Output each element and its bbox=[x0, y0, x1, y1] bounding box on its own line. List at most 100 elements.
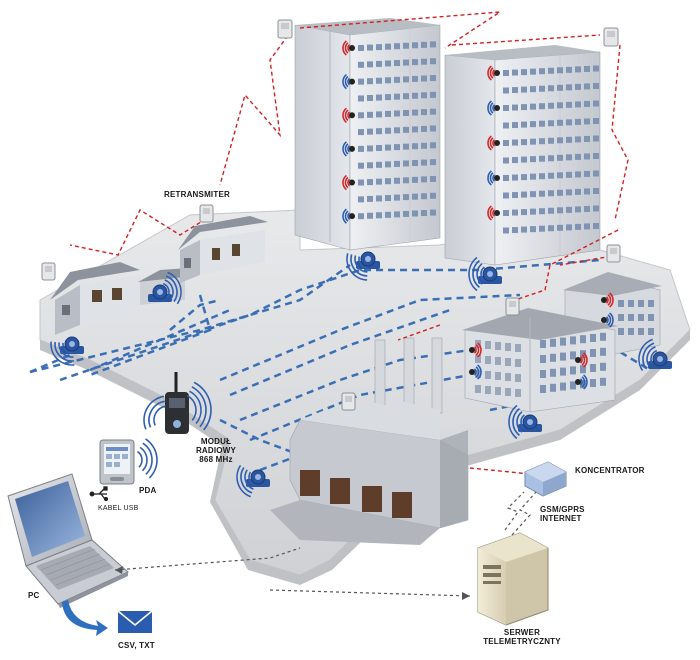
label-gsm-line1: GSM/GPRS bbox=[540, 505, 585, 514]
pda-device[interactable] bbox=[99, 439, 135, 485]
window bbox=[566, 101, 572, 108]
apartment-block-windows bbox=[469, 292, 654, 397]
window bbox=[521, 191, 527, 198]
window bbox=[430, 91, 436, 98]
window bbox=[548, 137, 554, 144]
label-csv-txt: CSV, TXT bbox=[118, 641, 155, 650]
window bbox=[421, 41, 427, 48]
window bbox=[530, 156, 536, 163]
radio-wave bbox=[136, 450, 143, 468]
export-arrow-icon bbox=[62, 600, 108, 636]
window bbox=[560, 367, 566, 376]
meter-icon bbox=[349, 145, 355, 152]
radio-wave bbox=[62, 342, 74, 354]
window bbox=[421, 176, 427, 183]
radio-wave bbox=[58, 342, 74, 358]
window bbox=[512, 87, 518, 94]
radio-wave bbox=[347, 77, 351, 86]
window bbox=[394, 43, 400, 50]
window bbox=[593, 100, 599, 107]
window bbox=[403, 210, 409, 217]
telemetry-server[interactable] bbox=[477, 532, 549, 626]
radio-wave bbox=[487, 205, 492, 221]
window bbox=[584, 118, 590, 125]
window bbox=[593, 135, 599, 142]
window bbox=[385, 161, 391, 168]
window bbox=[584, 170, 590, 177]
water-meter bbox=[148, 284, 172, 302]
window bbox=[515, 389, 521, 397]
window bbox=[412, 42, 418, 49]
window bbox=[590, 349, 596, 357]
window bbox=[495, 372, 501, 380]
window bbox=[570, 381, 576, 390]
window bbox=[376, 111, 382, 118]
window bbox=[521, 69, 527, 76]
radio-module-device[interactable] bbox=[165, 372, 189, 434]
window bbox=[421, 125, 427, 132]
window bbox=[376, 94, 382, 101]
radio-wave bbox=[342, 107, 347, 123]
window bbox=[540, 385, 546, 393]
window bbox=[376, 178, 382, 185]
meter-icon bbox=[469, 347, 475, 353]
concentrator-device[interactable] bbox=[524, 461, 567, 497]
window bbox=[530, 68, 536, 75]
window bbox=[575, 188, 581, 195]
radio-wave bbox=[347, 145, 351, 153]
radio-wave bbox=[581, 376, 586, 388]
laptop-pc[interactable] bbox=[7, 473, 129, 608]
radio-wave bbox=[240, 467, 253, 494]
water-meter bbox=[60, 336, 84, 354]
radio-wave bbox=[492, 69, 496, 77]
label-gsm-line2: INTERNET bbox=[540, 514, 582, 523]
window bbox=[394, 76, 400, 83]
window bbox=[385, 127, 391, 134]
meter-icon bbox=[494, 175, 500, 181]
window bbox=[412, 92, 418, 99]
window bbox=[557, 119, 563, 126]
label-koncentrator: KONCENTRATOR bbox=[575, 466, 645, 475]
window bbox=[485, 356, 491, 364]
window bbox=[539, 120, 545, 127]
radio-wave bbox=[186, 395, 197, 421]
radio-wave bbox=[579, 378, 583, 386]
radio-wave bbox=[475, 366, 480, 378]
radio-wave bbox=[347, 44, 351, 52]
label-pda: PDA bbox=[139, 486, 157, 495]
window bbox=[575, 223, 581, 230]
window bbox=[358, 145, 364, 152]
window bbox=[412, 160, 418, 167]
window bbox=[628, 300, 634, 307]
radio-wave bbox=[487, 100, 492, 116]
retransmitter-unit bbox=[505, 297, 520, 316]
radio-wave bbox=[477, 342, 482, 358]
radio-wave bbox=[342, 40, 347, 56]
window bbox=[430, 209, 436, 216]
retransmitter-unit bbox=[606, 244, 621, 263]
meter-icon bbox=[349, 78, 355, 85]
window bbox=[530, 138, 536, 145]
radio-wave bbox=[473, 346, 477, 354]
window bbox=[575, 153, 581, 160]
window bbox=[358, 45, 364, 51]
window bbox=[521, 86, 527, 93]
window bbox=[358, 179, 364, 186]
window bbox=[385, 178, 391, 185]
radio-wave bbox=[489, 207, 494, 219]
window bbox=[584, 153, 590, 160]
radio-wave bbox=[347, 212, 351, 220]
window bbox=[367, 78, 373, 85]
window bbox=[367, 179, 373, 186]
window bbox=[394, 160, 400, 167]
window bbox=[367, 145, 373, 152]
window bbox=[412, 176, 418, 183]
window bbox=[590, 334, 596, 342]
window bbox=[430, 41, 436, 48]
window bbox=[503, 70, 509, 76]
radio-wave bbox=[236, 464, 251, 498]
window bbox=[593, 223, 599, 229]
window bbox=[394, 127, 400, 134]
radio-wave bbox=[489, 102, 494, 114]
